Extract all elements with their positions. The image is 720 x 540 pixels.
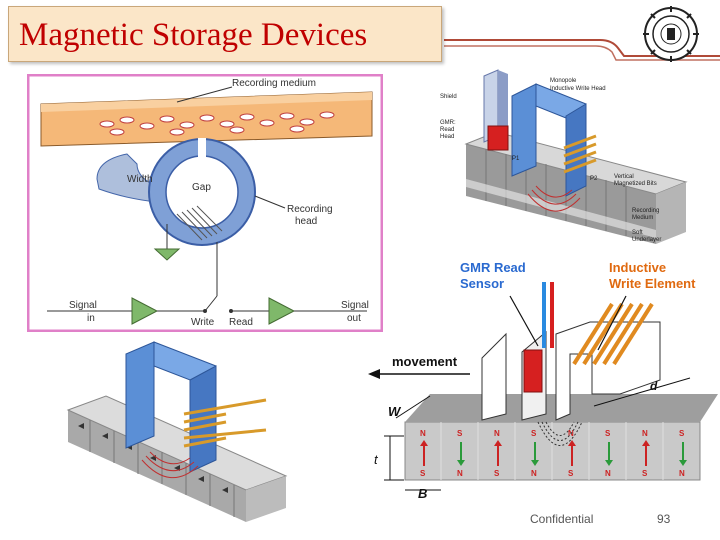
pole-label: N <box>679 469 685 478</box>
pole-label: S <box>568 469 574 478</box>
label-signal-out-1: Signal <box>341 300 369 311</box>
label-signal-out-2: out <box>347 313 361 324</box>
pole-label: N <box>420 429 426 438</box>
label-recording-medium: Recording medium <box>232 78 316 89</box>
university-seal-logo <box>643 6 699 62</box>
pole-label: N <box>457 469 463 478</box>
pole-label: N <box>494 429 500 438</box>
page-title: Magnetic Storage Devices <box>19 17 368 53</box>
label-monopole-1: Monopole <box>550 78 577 84</box>
pole-label: N <box>642 429 648 438</box>
pole-label: S <box>531 429 537 438</box>
label-gmr-1: GMR: <box>440 120 456 126</box>
label-vertical-1: Vertical <box>614 174 634 180</box>
label-soft-1: Soft <box>632 230 643 236</box>
label-vertical-2: Magnetized Bits <box>614 181 657 187</box>
label-w: W <box>388 404 402 419</box>
footer-confidential: Confidential <box>530 512 594 526</box>
label-gmr-read-2: Sensor <box>460 276 504 291</box>
label-gmr-3: Head <box>440 134 454 140</box>
gmr-write-element-diagram: GMR Read Sensor Inductive Write Element … <box>368 260 718 500</box>
label-inductive-1: Inductive <box>609 260 666 275</box>
label-signal-in-2: in <box>87 313 95 324</box>
label-t: t <box>374 452 379 467</box>
perpendicular-head-diagram: Shield Monopole Inductive Write Head GMR… <box>440 69 688 244</box>
label-gmr-read-1: GMR Read <box>460 260 526 275</box>
label-recording-head-1: Recording <box>287 204 333 215</box>
pole-label: N <box>605 469 611 478</box>
label-p2: P2 <box>590 176 598 182</box>
label-soft-2: Underlayer <box>632 237 661 243</box>
label-b: B <box>418 486 427 500</box>
label-shield: Shield <box>440 94 457 100</box>
label-recording-head-2: head <box>295 216 317 227</box>
label-d: d <box>650 379 658 393</box>
recording-head-diagram: Recording medium Width Gap Recording hea… <box>27 74 383 332</box>
header-decoration <box>444 39 720 61</box>
pole-label: S <box>679 429 685 438</box>
label-inductive-2: Write Element <box>609 276 696 291</box>
label-signal-in-1: Signal <box>69 300 97 311</box>
pole-label: S <box>420 469 426 478</box>
pole-label: S <box>494 469 500 478</box>
write-head-illustration <box>66 341 288 522</box>
label-gap: Gap <box>192 182 211 193</box>
label-gmr-2: Read <box>440 127 454 133</box>
page-number: 93 <box>657 512 671 526</box>
label-monopole-2: Inductive Write Head <box>550 86 606 92</box>
label-width: Width <box>127 174 153 185</box>
pole-label: N <box>531 469 537 478</box>
label-movement: movement <box>392 354 458 369</box>
label-recording-2: Medium <box>632 215 653 221</box>
pole-label: S <box>642 469 648 478</box>
label-p1: P1 <box>512 156 520 162</box>
label-read: Read <box>229 317 253 328</box>
label-recording-1: Recording <box>632 208 659 214</box>
label-write: Write <box>191 317 215 328</box>
pole-label: S <box>605 429 611 438</box>
pole-label: S <box>457 429 463 438</box>
title-box: Magnetic Storage Devices <box>8 6 442 62</box>
